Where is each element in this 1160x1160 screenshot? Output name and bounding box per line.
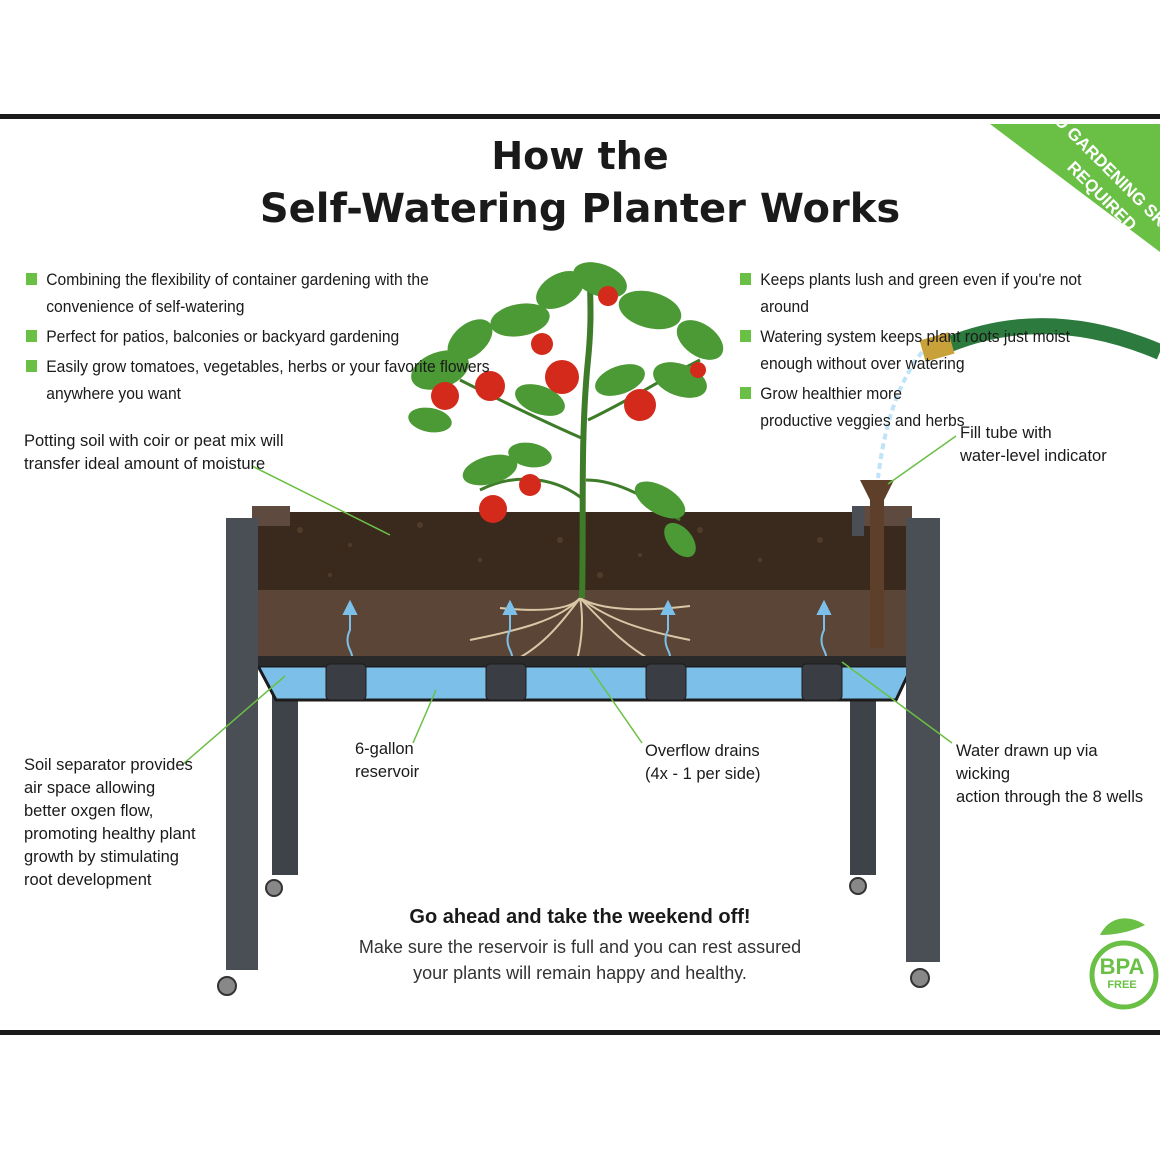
rim-front-right bbox=[852, 506, 864, 536]
bpa-leaf bbox=[1100, 918, 1145, 935]
soil-texture bbox=[297, 522, 882, 578]
title-line-2: Self-Watering Planter Works bbox=[259, 186, 901, 232]
footer-headline: Go ahead and take the weekend off! bbox=[409, 906, 751, 928]
left-bullet-item: Easily grow tomatoes, vegetables, herbs … bbox=[26, 353, 504, 407]
corner-banner bbox=[990, 124, 1160, 252]
top-rule bbox=[0, 114, 1160, 119]
right-bullet-item: Watering system keeps plant roots just m… bbox=[740, 323, 1126, 377]
left-bullet-item: Combining the flexibility of container g… bbox=[26, 266, 504, 320]
hose bbox=[947, 318, 1160, 360]
left-bullet-text: Perfect for patios, balconies or backyar… bbox=[46, 327, 400, 346]
left-bullet-text: Easily grow tomatoes, vegetables, herbs … bbox=[46, 357, 490, 403]
casters bbox=[217, 877, 930, 996]
callout-soil-separator: Soil separator provides air space allowi… bbox=[24, 756, 196, 889]
callout-fill-tube: Fill tube with water-level indicator bbox=[960, 424, 1107, 465]
back-leg-right bbox=[850, 690, 876, 875]
separator-plate bbox=[258, 656, 912, 666]
fill-tube-funnel bbox=[860, 480, 894, 500]
footer-body: Make sure the reservoir is full and you … bbox=[358, 937, 802, 983]
bpa-badge: BPA FREE bbox=[1090, 954, 1154, 992]
right-bullet-text: Keeps plants lush and green even if you'… bbox=[760, 270, 1082, 316]
callout-reservoir: 6-gallon reservoir bbox=[355, 740, 420, 781]
bullet-square-icon bbox=[26, 330, 38, 342]
front-leg-left bbox=[226, 518, 258, 970]
bullet-square-icon bbox=[26, 273, 38, 285]
fill-tube bbox=[870, 498, 884, 648]
callout-leaders bbox=[181, 435, 957, 766]
left-bullet-item: Perfect for patios, balconies or backyar… bbox=[26, 323, 504, 350]
front-leg-right bbox=[906, 518, 940, 962]
title-line-1: How the bbox=[491, 134, 669, 178]
right-bullet-item: Grow healthier more productive veggies a… bbox=[740, 380, 972, 434]
water-stream bbox=[876, 350, 924, 479]
bpa-badge-circle bbox=[1089, 940, 1159, 1010]
bullet-square-icon bbox=[26, 360, 38, 372]
bullet-square-icon bbox=[740, 387, 752, 399]
right-bullet-list: Keeps plants lush and green even if you'… bbox=[740, 266, 1126, 437]
callout-soil: Potting soil with coir or peat mix will … bbox=[24, 432, 284, 473]
left-bullet-list: Combining the flexibility of container g… bbox=[26, 266, 504, 410]
bullet-square-icon bbox=[740, 330, 752, 342]
wicking-wells bbox=[325, 663, 843, 701]
right-bullet-text: Grow healthier more productive veggies a… bbox=[760, 384, 965, 430]
callout-overflow: Overflow drains (4x - 1 per side) bbox=[645, 742, 761, 783]
rim-left bbox=[252, 506, 290, 526]
tomato-plant bbox=[408, 262, 724, 599]
tomatoes bbox=[431, 286, 706, 523]
hose-nozzle bbox=[919, 332, 955, 362]
back-leg-left bbox=[272, 690, 298, 875]
right-bullet-text: Watering system keeps plant roots just m… bbox=[760, 327, 1070, 373]
bottom-rule bbox=[0, 1030, 1160, 1035]
bpa-badge-sub: FREE bbox=[1107, 979, 1137, 991]
rim-right bbox=[862, 506, 912, 526]
right-bullet-item: Keeps plants lush and green even if you'… bbox=[740, 266, 1126, 320]
left-bullet-text: Combining the flexibility of container g… bbox=[46, 270, 429, 316]
bpa-badge-main: BPA bbox=[1099, 954, 1145, 979]
callout-wicking: Water drawn up via wicking action throug… bbox=[956, 742, 1144, 806]
bullet-square-icon bbox=[740, 273, 752, 285]
